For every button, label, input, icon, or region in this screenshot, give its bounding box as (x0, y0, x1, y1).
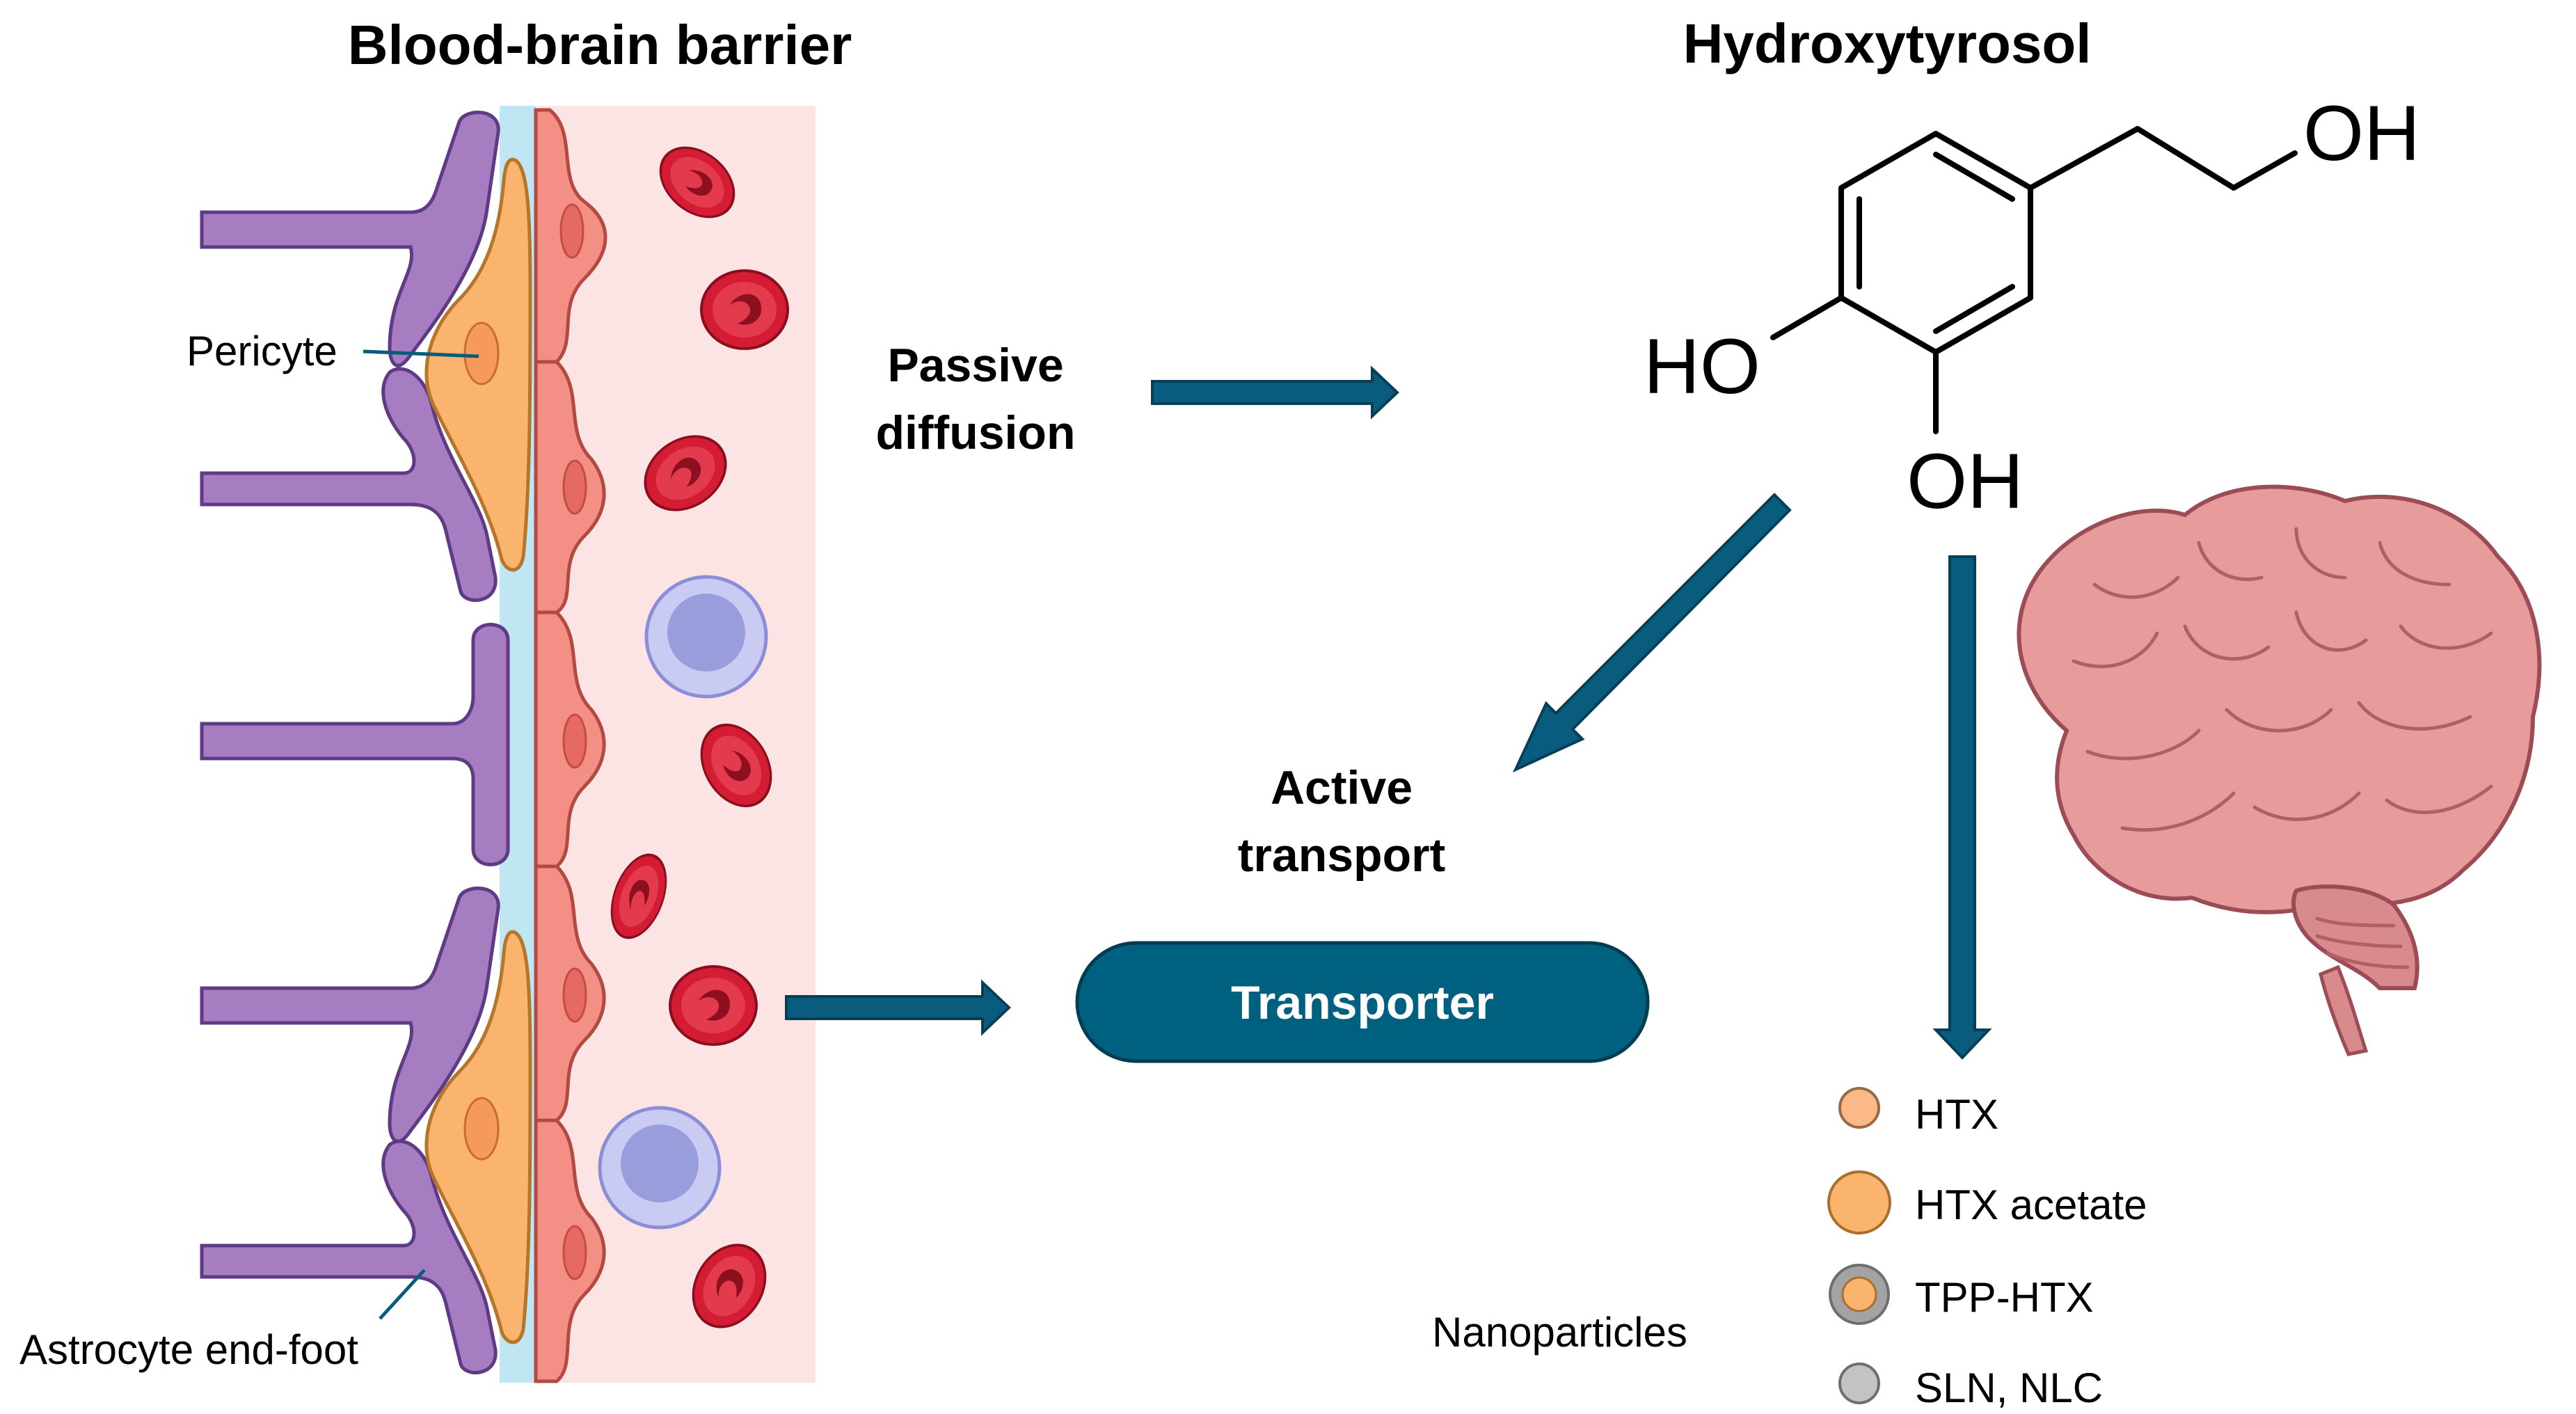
astrocyte-label: Astrocyte end-foot (19, 1326, 358, 1373)
transporter-label: Transporter (1231, 976, 1494, 1029)
blood-to-transporter-arrow (785, 979, 1011, 1036)
pericyte-leader-line (363, 349, 479, 358)
pericyte-nuclei (463, 321, 500, 1161)
hydroxyl-bottom-label: OH (1907, 438, 2024, 525)
hydroxyl-left-label: HO (1644, 323, 1760, 410)
astrocyte-leader-line (379, 1269, 426, 1320)
brain-icon (2017, 484, 2542, 1056)
hydroxytyrosol-to-active-transport-arrow (1512, 493, 1792, 773)
hydroxytyrosol-to-nanoparticles-arrow (1932, 555, 1992, 1060)
endothelial-nuclei (559, 203, 587, 1280)
htx-acetate-marker-icon (1827, 1170, 1891, 1234)
legend-label-tpp-htx: TPP-HTX (1915, 1274, 2094, 1321)
legend-item-tpp-htx: TPP-HTX (1829, 1264, 2094, 1325)
astrocyte-end-feet (200, 111, 510, 1374)
passive-diffusion-label-line1: Passive (887, 339, 1063, 392)
hydroxytyrosol-structure (1770, 126, 2298, 434)
htx-marker-icon (1838, 1087, 1880, 1129)
legend-item-htx-acetate: HTX acetate (1827, 1170, 2147, 1234)
bbb-title: Blood-brain barrier (348, 14, 852, 76)
transporter-box (1075, 941, 1650, 1063)
active-transport-label-line2: transport (1238, 829, 1445, 882)
nanoparticle-legend: HTX HTX acetate TPP-HTX SLN, NLC (1827, 1087, 2147, 1411)
hydroxytyrosol-title: Hydroxytyrosol (1683, 13, 2092, 74)
active-transport-label-line1: Active (1271, 761, 1413, 814)
nanoparticles-label: Nanoparticles (1432, 1309, 1687, 1356)
legend-label-htx-acetate: HTX acetate (1915, 1182, 2147, 1228)
tpp-htx-core-icon (1841, 1276, 1877, 1312)
legend-item-sln-nlc: SLN, NLC (1838, 1363, 2103, 1411)
hydroxyl-top-label: OH (2303, 90, 2420, 177)
legend-label-htx: HTX (1915, 1091, 1998, 1138)
pericyte-label: Pericyte (186, 328, 337, 374)
passive-diffusion-label-line2: diffusion (875, 406, 1075, 459)
sln-nlc-marker-icon (1838, 1363, 1880, 1404)
legend-item-htx: HTX (1838, 1087, 1998, 1138)
passive-diffusion-arrow (1151, 365, 1399, 420)
legend-label-sln-nlc: SLN, NLC (1915, 1365, 2103, 1411)
